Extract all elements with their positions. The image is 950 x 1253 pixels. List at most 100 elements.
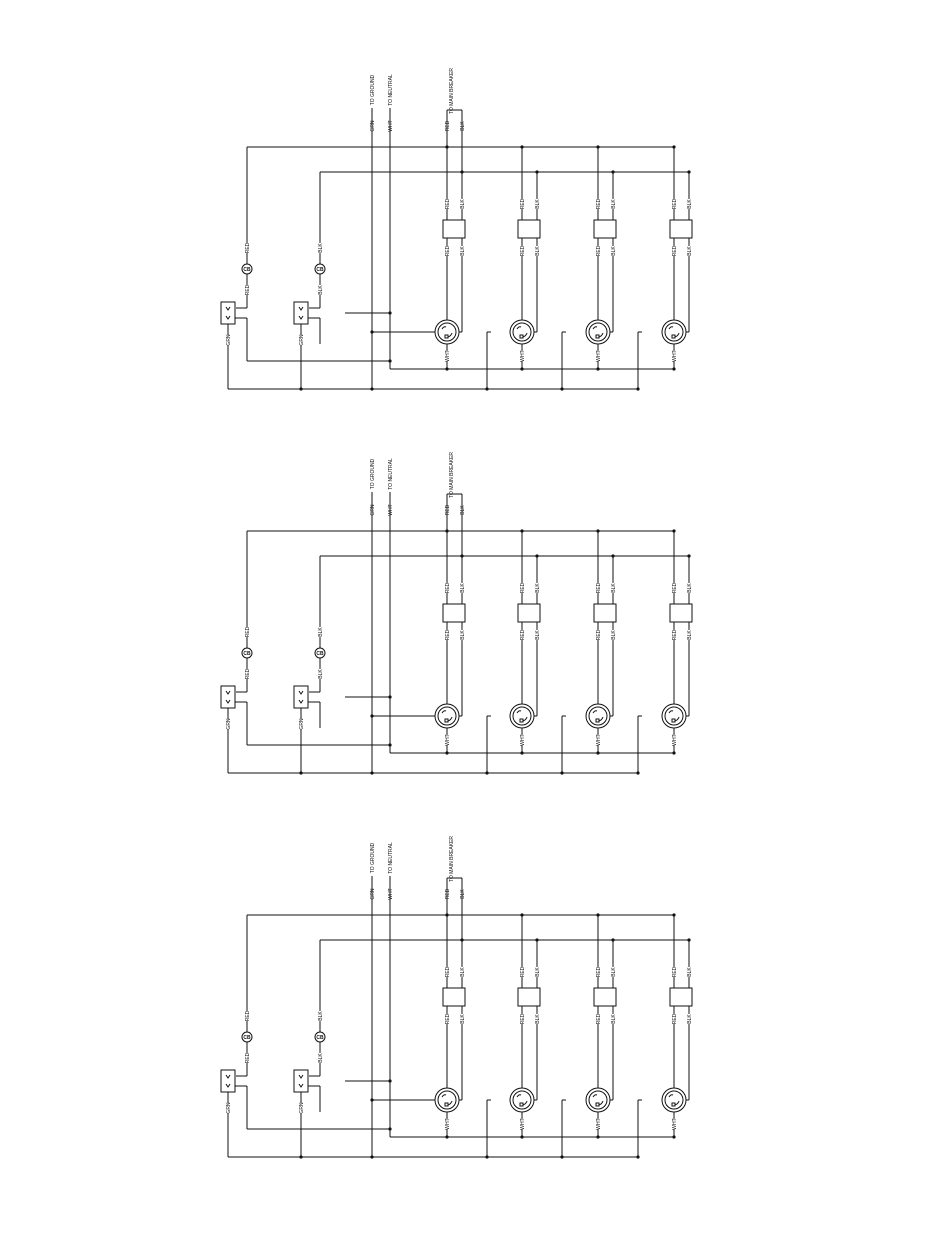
- circuit-breaker-symbol: [241, 647, 253, 659]
- junction-dot: [687, 170, 691, 174]
- junction-dot: [485, 1155, 489, 1159]
- label-gap: [519, 966, 525, 978]
- receptacle-ground-slot: [444, 718, 449, 723]
- receptacle-ground-slot: [671, 718, 676, 723]
- twist-lock-receptacle: [585, 1087, 611, 1113]
- label-blk: BLK: [687, 246, 693, 256]
- label-to-neutral: TO NEUTRAL: [388, 74, 394, 106]
- label-red-left: RED: [245, 1052, 251, 1063]
- relay-box: [593, 603, 617, 623]
- label-wht: WHT: [596, 350, 602, 361]
- junction-dot: [520, 145, 524, 149]
- label-blk-left: BLK: [318, 243, 324, 253]
- twist-lock-receptacle: [661, 703, 687, 729]
- label-blk: BLK: [535, 246, 541, 256]
- twist-lock-receptacle: [509, 1087, 535, 1113]
- relay-box: [669, 219, 693, 239]
- twist-lock-receptacle: [434, 1087, 460, 1113]
- junction-dot: [445, 529, 449, 533]
- junction-dot: [299, 1155, 303, 1159]
- twist-lock-receptacle: [585, 703, 611, 729]
- junction-dot: [520, 367, 524, 371]
- label-gap: [686, 966, 692, 978]
- label-grn-left: GRN: [299, 1102, 305, 1114]
- junction-dot: [560, 387, 564, 391]
- label-gap: [595, 350, 601, 362]
- label-blk-left: BLK: [318, 627, 324, 637]
- label-red: RED: [596, 966, 602, 977]
- junction-dot: [370, 330, 374, 334]
- label-blk: BLK: [611, 199, 617, 209]
- label-gap: [595, 245, 601, 257]
- receptacle-slot: [441, 1094, 447, 1098]
- circuit-breaker-label: CB: [316, 651, 324, 657]
- junction-dot: [388, 1079, 392, 1083]
- junction-dot: [520, 1135, 524, 1139]
- label-gap: [444, 629, 450, 641]
- label-gap: [225, 718, 231, 730]
- label-to-main-breaker: TO MAIN BREAKER: [449, 452, 455, 498]
- twist-lock-receptacle: [585, 319, 611, 345]
- label-wht: WHT: [672, 1118, 678, 1129]
- receptacle-ground-slot: [444, 334, 449, 339]
- receptacle-inner-ring: [588, 706, 608, 726]
- receptacle-ground-slot: [519, 1102, 524, 1107]
- label-blk: BLK: [687, 199, 693, 209]
- receptacle-inner-ring: [437, 322, 457, 342]
- junction-dot: [445, 367, 449, 371]
- label-gap: [519, 1118, 525, 1130]
- label-gap: [444, 350, 450, 362]
- duplex-outlet: [293, 1069, 309, 1093]
- circuit-breaker-symbol: [314, 647, 326, 659]
- receptacle-slot: [668, 710, 674, 714]
- junction-dot: [370, 771, 374, 775]
- junction-dot: [388, 1127, 392, 1131]
- label-gap: [244, 1010, 250, 1022]
- label-wht: WHT: [445, 350, 451, 361]
- junction-dot: [687, 554, 691, 558]
- junction-dot: [370, 1098, 374, 1102]
- label-gap: [317, 668, 323, 680]
- junction-dot: [611, 170, 615, 174]
- duplex-outlet: [293, 685, 309, 709]
- label-to-main-breaker: TO MAIN BREAKER: [449, 836, 455, 882]
- receptacle-slot: [592, 326, 598, 330]
- label-gap: [459, 629, 465, 641]
- receptacle-ground-slot: [671, 1102, 676, 1107]
- receptacle-ground-slot: [519, 718, 524, 723]
- label-red: RED: [596, 245, 602, 256]
- junction-dot: [535, 554, 539, 558]
- receptacle-inner-ring: [588, 322, 608, 342]
- relay-box: [442, 987, 466, 1007]
- receptacle-slot: [516, 710, 522, 714]
- junction-dot: [636, 771, 640, 775]
- duplex-outlet-slots: [298, 690, 304, 704]
- label-wht: WHT: [388, 504, 394, 515]
- twist-lock-receptacle: [509, 319, 535, 345]
- label-gap: [519, 198, 525, 210]
- label-gap: [534, 245, 540, 257]
- receptacle-slot: [668, 326, 674, 330]
- label-grn: GRN: [370, 120, 376, 132]
- label-blk: BLK: [611, 246, 617, 256]
- junction-dot: [460, 938, 464, 942]
- junction-dot: [672, 1135, 676, 1139]
- receptacle-slot: [441, 710, 447, 714]
- duplex-outlet-slots: [298, 1074, 304, 1088]
- label-wht: WHT: [388, 888, 394, 899]
- junction-dot: [299, 771, 303, 775]
- relay-box: [517, 603, 541, 623]
- label-gap: [686, 245, 692, 257]
- label-gap: [244, 626, 250, 638]
- label-gap: [244, 668, 250, 680]
- receptacle-inner-ring: [664, 1090, 684, 1110]
- label-gap: [519, 1013, 525, 1025]
- label-gap: [317, 1052, 323, 1064]
- label-red: RED: [445, 1013, 451, 1024]
- duplex-outlet: [293, 301, 309, 325]
- label-gap: [610, 1013, 616, 1025]
- junction-dot: [388, 695, 392, 699]
- junction-dot: [687, 938, 691, 942]
- label-blk: BLK: [460, 1014, 466, 1024]
- label-red: RED: [520, 966, 526, 977]
